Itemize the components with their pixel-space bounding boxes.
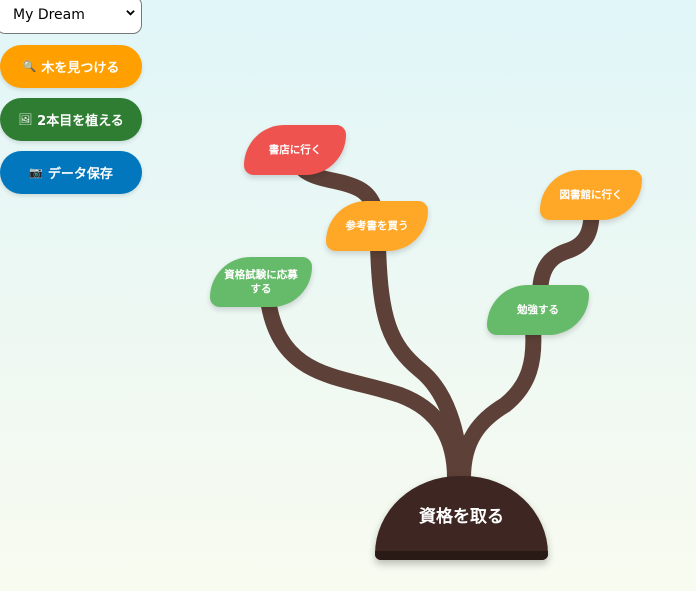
leaf-study[interactable]: 勉強する — [487, 285, 589, 335]
camera-icon: 📷 — [29, 166, 43, 179]
leaf-label: 図書館に行く — [559, 189, 623, 201]
leaf-label: 資格試験に応募する — [224, 269, 298, 295]
save-data-label: データ保存 — [47, 167, 113, 182]
leaf-label: 勉強する — [517, 304, 559, 316]
chevron-down-icon — [126, 10, 135, 16]
leaf-library[interactable]: 図書館に行く — [540, 170, 642, 220]
leaf-buy-book[interactable]: 参考書を買う — [326, 201, 428, 251]
plant-second-tree-label: 2本目を植える — [37, 114, 124, 129]
find-tree-label: 木を見つける — [41, 61, 120, 76]
picture-icon: 🖼 — [18, 113, 33, 126]
branch-to-library — [532, 197, 600, 303]
leaf-label: 書店に行く — [268, 144, 322, 156]
leaf-label: 参考書を買う — [345, 220, 409, 232]
branch-to-apply-exam — [260, 292, 463, 486]
plant-second-tree-button[interactable]: 🖼 2本目を植える — [0, 98, 142, 141]
leaf-apply-exam[interactable]: 資格試験に応募する — [210, 257, 312, 307]
tree-select-dropdown[interactable]: My Dream — [0, 0, 142, 34]
branch-to-study — [455, 322, 542, 486]
save-data-button[interactable]: 📷 データ保存 — [0, 151, 142, 194]
search-icon: 🔍 — [22, 60, 37, 73]
root-label: 資格を取る — [419, 506, 504, 527]
tree-select-value: My Dream — [13, 7, 85, 23]
leaf-bookstore[interactable]: 書店に行く — [244, 125, 346, 175]
branch-to-buy-book — [370, 237, 468, 486]
find-tree-button[interactable]: 🔍 木を見つける — [0, 45, 142, 88]
